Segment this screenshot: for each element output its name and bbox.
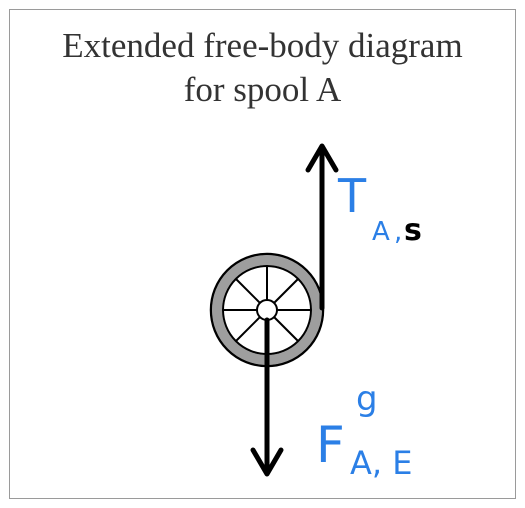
title-line-2: for spool A (183, 70, 342, 109)
gravity-label-subscript: A, E (350, 444, 412, 482)
gravity-label: F g A, E (316, 379, 412, 482)
svg-text:,: , (394, 217, 402, 247)
tension-label-subscript-a: A (372, 217, 390, 247)
down-arrow (250, 317, 284, 477)
gravity-label-superscript: g (356, 379, 378, 419)
gravity-label-main: F (316, 416, 345, 474)
tension-label-main: T (337, 169, 367, 223)
up-arrow (305, 143, 339, 311)
diagram-title: Extended free-body diagram for spool A (9, 24, 516, 112)
tension-label: T A , s (337, 169, 422, 248)
tension-label-subscript-s: s (404, 213, 422, 248)
title-line-1: Extended free-body diagram (62, 26, 463, 65)
